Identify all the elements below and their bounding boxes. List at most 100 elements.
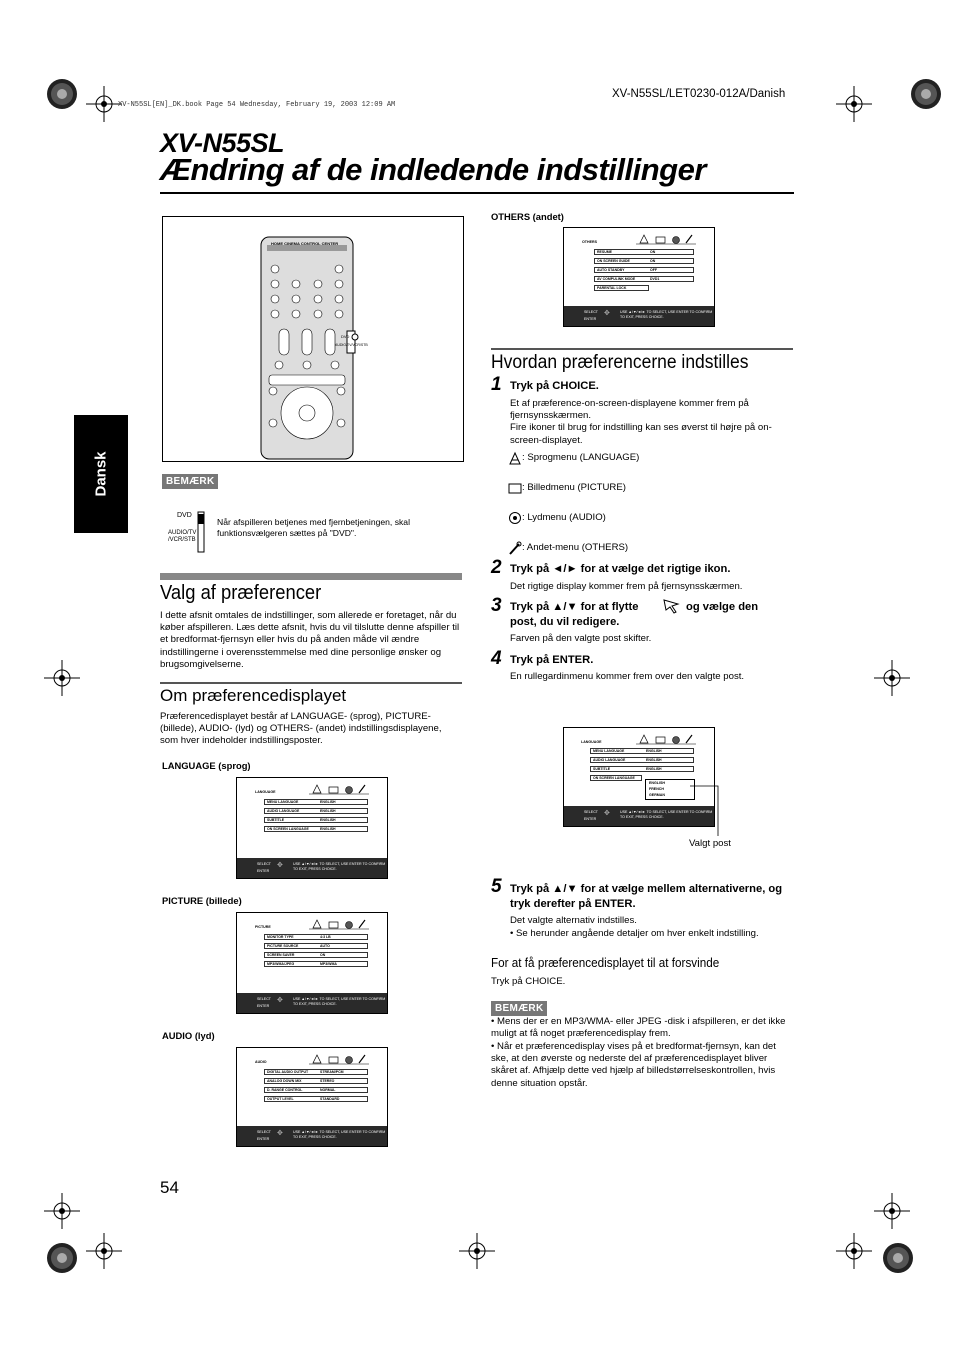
- section-heading-om: Om præferencedisplayet: [160, 686, 347, 705]
- step-heading: Tryk på ◄/► for at vælge det rigtige iko…: [510, 563, 731, 575]
- step-heading: Tryk på ENTER.: [510, 654, 594, 666]
- page-title: Ændring af de indledende indstillinger: [160, 152, 706, 187]
- screen-tab-label: AUDIO: [255, 1060, 267, 1064]
- others-caption: OTHERS (andet): [491, 211, 564, 222]
- screen-help-bar: SELECT ENTER ✥ USE ▲/▼/◄/► TO SELECT, US…: [237, 858, 387, 878]
- book-file-line: XV-N55SL[EN]_DK.book Page 54 Wednesday, …: [118, 101, 396, 109]
- screen-tab-icons: [636, 734, 696, 745]
- crosshair-icon: [86, 1233, 122, 1269]
- om-body: Præferencedisplayet består af LANGUAGE- …: [160, 711, 442, 747]
- icon-legend-text: : Lydmenu (AUDIO): [522, 512, 606, 523]
- step-heading: Tryk på CHOICE.: [510, 380, 599, 392]
- step-heading: Tryk på ▲/▼ for at flytte: [510, 601, 639, 613]
- section-heading-hvordan: Hvordan præferencerne indstilles: [491, 352, 749, 373]
- screen-tab-icons: [309, 919, 369, 930]
- icon-legend-text: : Sprogmenu (LANGUAGE): [522, 452, 640, 463]
- icon-legend-item: : Sprogmenu (LANGUAGE): [508, 451, 639, 470]
- section-rule: [160, 682, 462, 684]
- side-tab-label: Dansk: [92, 451, 110, 497]
- step-body: En rullegardinmenu kommer frem over den …: [510, 671, 745, 682]
- section-bar: [160, 573, 462, 580]
- registration-mark-icon: [44, 1240, 80, 1276]
- pointer-icon: [663, 599, 680, 614]
- picture-caption: PICTURE (billede): [162, 895, 242, 906]
- crosshair-icon: [44, 1193, 80, 1229]
- model-name: XV-N55SL: [160, 128, 285, 158]
- screen-row: ON SCREEN LANGUAGE: [590, 775, 642, 781]
- dropdown-list: ENGLISH FRENCH GERMAN: [645, 779, 695, 800]
- section-heading-forat: For at få præferencedisplayet til at for…: [491, 955, 720, 970]
- registration-mark-icon: [880, 1240, 916, 1276]
- dropdown-option: FRENCH: [649, 787, 664, 791]
- remote-audio-label: AUDIO/TV/VCR/STB: [335, 343, 368, 347]
- callout-label: Valgt post: [689, 838, 731, 849]
- screen-tab-label: PICTURE: [255, 925, 271, 929]
- crosshair-icon: [836, 86, 872, 122]
- picture-icon: [508, 483, 522, 494]
- language-caption: LANGUAGE (sprog): [162, 760, 251, 771]
- screen-row: PARENTAL LOCK: [594, 285, 649, 291]
- icon-legend-item: : Billedmenu (PICTURE): [508, 481, 626, 500]
- screen-help-bar: SELECT ENTER ✥ USE ▲/▼/◄/► TO SELECT, US…: [237, 993, 387, 1013]
- others-icon: [509, 541, 522, 555]
- remote-brand-text: HOME CINEMA CONTROL CENTER: [271, 241, 339, 246]
- icon-legend-item: : Andet-menu (OTHERS): [508, 541, 628, 560]
- step-number: 1: [491, 374, 502, 395]
- crosshair-icon: [44, 660, 80, 696]
- dropdown-option: ENGLISH: [649, 781, 665, 785]
- note-badge: BEMÆRK: [162, 471, 219, 489]
- crosshair-icon: [86, 86, 122, 122]
- step-body: Det valgte alternativ indstilles.: [510, 915, 637, 926]
- switch-dvd-label: DVD: [177, 512, 192, 519]
- screen-help-bar: SELECT ENTER ✥ USE ▲/▼/◄/► TO SELECT, US…: [564, 306, 714, 326]
- step-number: 4: [491, 648, 502, 669]
- section-heading-valg: Valg af præferencer: [160, 582, 322, 604]
- step-number: 2: [491, 557, 502, 578]
- note-item: • Mens der er en MP3/WMA- eller JPEG -di…: [491, 1016, 786, 1040]
- remote-control-figure: HOME CINEMA CONTROL CENTER DVD AUDIO/TV/…: [162, 216, 464, 462]
- screen-tab-label: OTHERS: [582, 240, 597, 244]
- screen-help-bar: SELECT ENTER ✥ USE ▲/▼/◄/► TO SELECT, US…: [564, 806, 714, 826]
- registration-mark-icon: [908, 76, 944, 112]
- registration-mark-icon: [44, 76, 80, 112]
- screen-tab-icons: [309, 1054, 369, 1065]
- step-body: • Se herunder angående detaljer om hver …: [510, 928, 759, 939]
- note-text: Når afspilleren betjenes med fjernbetjen…: [217, 517, 410, 538]
- slide-switch-icon: [197, 511, 205, 553]
- step-heading-cont: og vælge den: [686, 601, 759, 613]
- crosshair-icon: [459, 1233, 495, 1269]
- audio-icon: [509, 512, 521, 524]
- crosshair-icon: [874, 1193, 910, 1229]
- note-badge: BEMÆRK: [491, 998, 548, 1016]
- callout-line: [690, 785, 719, 836]
- crosshair-icon: [836, 1233, 872, 1269]
- language-side-tab: Dansk: [74, 415, 128, 533]
- screen-tab-label: LANGUAGE: [581, 740, 602, 744]
- switch-audio-label: AUDIO/TV /VCR/STB: [168, 530, 197, 543]
- step-heading: Tryk på ▲/▼ for at vælge mellem alternat…: [510, 883, 783, 910]
- screen-tab-icons: [636, 234, 696, 245]
- forat-body: Tryk på CHOICE.: [491, 976, 566, 987]
- audio-caption: AUDIO (lyd): [162, 1030, 215, 1041]
